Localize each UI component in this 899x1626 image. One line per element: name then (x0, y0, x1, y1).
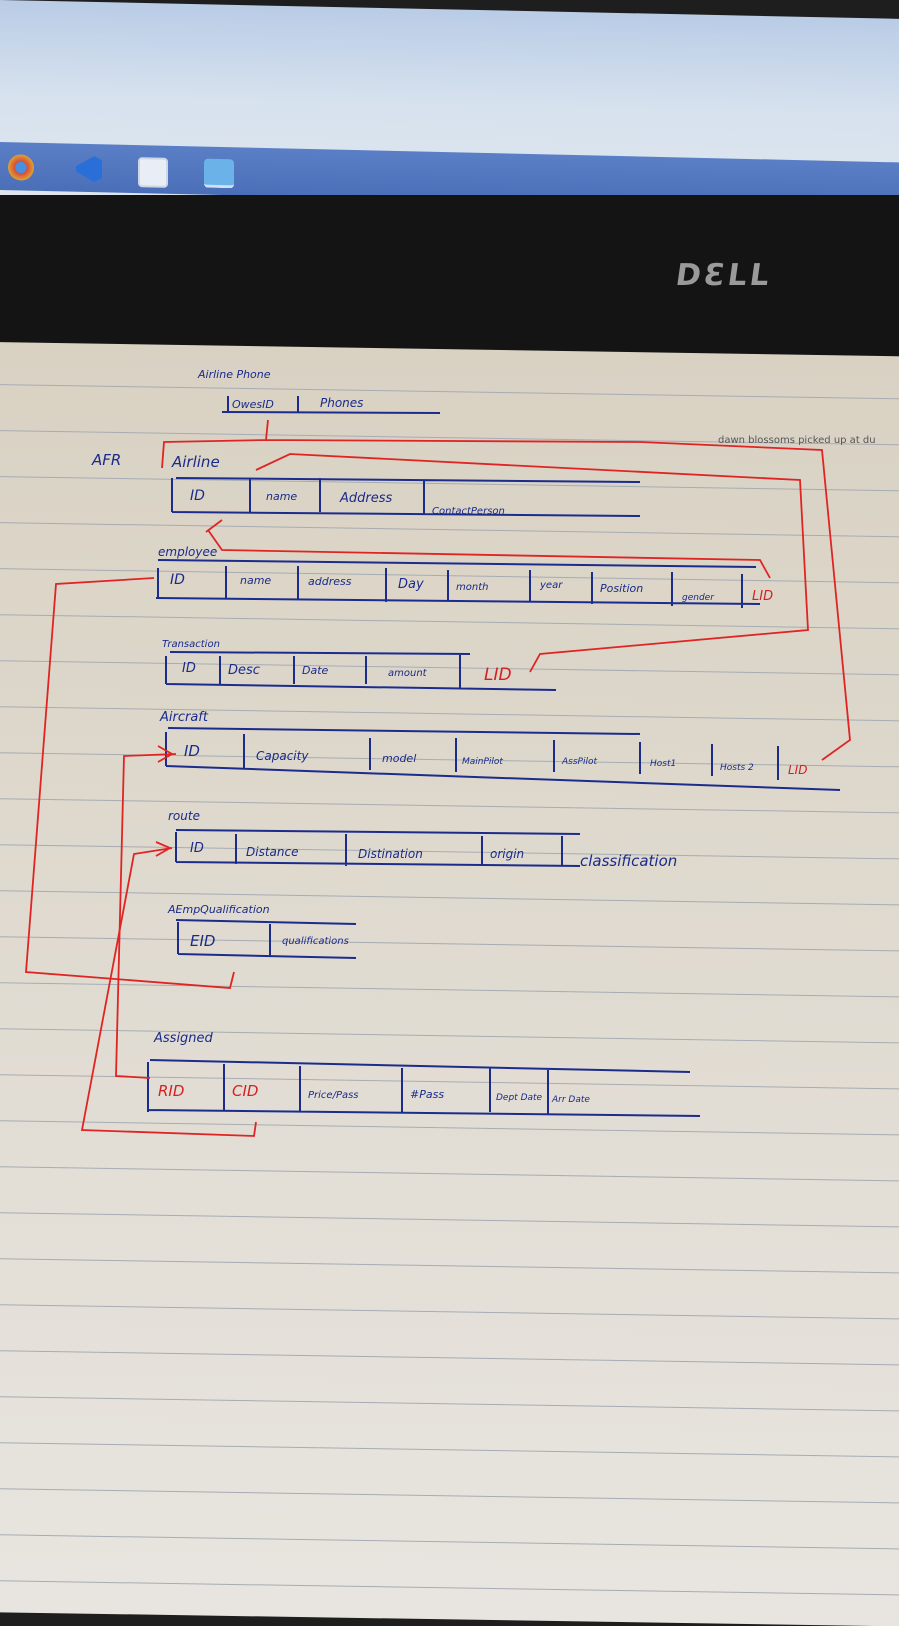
store-icon[interactable] (138, 157, 168, 188)
notebook-paper (0, 342, 899, 1626)
vscode-icon[interactable] (76, 156, 102, 183)
dell-logo: DƐLL (673, 258, 775, 293)
monitor-bezel (0, 195, 899, 365)
chrome-icon[interactable] (8, 154, 34, 181)
photos-icon[interactable] (204, 158, 234, 189)
